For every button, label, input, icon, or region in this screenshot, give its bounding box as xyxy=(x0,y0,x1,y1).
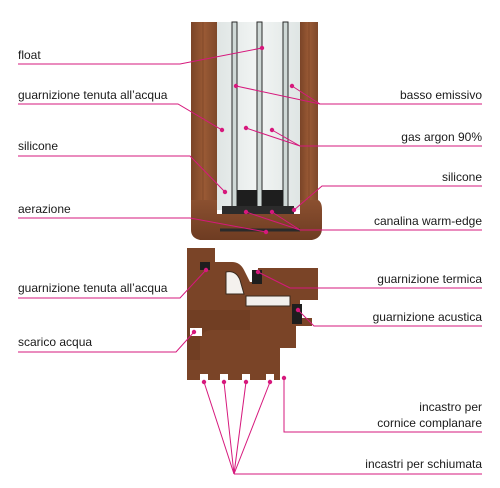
spacer-bar xyxy=(237,190,257,206)
label-guarnizione-termica: guarnizione termica xyxy=(377,272,482,286)
label-float: float xyxy=(18,48,41,62)
label-guarnizione-acustica: guarnizione acustica xyxy=(372,310,482,324)
spacer-bar xyxy=(262,190,283,206)
leader-aerazione xyxy=(18,217,267,233)
silicone-seal xyxy=(222,206,294,214)
leader-guarnizione-acustica xyxy=(297,309,482,327)
frame-inner-rebate xyxy=(225,271,245,295)
acoustic-gasket xyxy=(292,304,302,324)
label-scarico-acqua: scarico acqua xyxy=(18,335,93,349)
label-gas-argon: gas argon 90% xyxy=(401,130,482,144)
leader-guarnizione-tenuta-2 xyxy=(18,269,207,299)
foam-notch xyxy=(220,374,228,380)
leader-float xyxy=(18,47,263,65)
leader-silicone-left xyxy=(18,155,226,193)
label-canalina: canalina warm-edge xyxy=(373,214,482,228)
leader-gas-argon-b xyxy=(271,129,301,147)
leader-silicone-right xyxy=(293,185,482,211)
label-incastri-schiumata: incastri per schiumata xyxy=(365,457,482,471)
frame-lower-block xyxy=(187,310,250,360)
label-silicone-left: silicone xyxy=(18,139,59,153)
window-frame-profile xyxy=(187,248,318,380)
leader-guarnizione-termica xyxy=(257,271,482,289)
foam-notch xyxy=(266,374,274,380)
label-incastro-line1: incastro per xyxy=(419,400,482,414)
glass-pane-inner xyxy=(231,21,238,209)
leader-guarnizione-tenuta-1 xyxy=(18,103,223,131)
leader-dots xyxy=(191,45,301,385)
leader-lines xyxy=(18,47,482,475)
leader-notch-3 xyxy=(233,381,247,475)
label-basso-emissivo: basso emissivo xyxy=(399,88,482,102)
label-guarnizione-tenuta-2: guarnizione tenuta all’acqua xyxy=(18,281,168,295)
label-silicone-right: silicone xyxy=(441,170,482,184)
label-aerazione: aerazione xyxy=(18,202,71,216)
leader-scarico-acqua xyxy=(18,331,195,353)
leader-canalina-b xyxy=(271,211,301,231)
leader-notch-4 xyxy=(233,381,271,475)
glass-pane-outer xyxy=(282,21,289,209)
water-seal-gasket xyxy=(200,262,210,270)
leader-basso-emissivo-b xyxy=(235,85,321,105)
label-incastro-line2: cornice complanare xyxy=(377,416,482,430)
leader-notch-1 xyxy=(203,381,235,475)
leader-notch-2 xyxy=(223,381,235,475)
thermal-gasket xyxy=(252,270,262,284)
label-guarnizione-tenuta-1: guarnizione tenuta all’acqua xyxy=(18,88,168,102)
foam-notch xyxy=(200,374,208,380)
foam-notch xyxy=(242,374,250,380)
frame-rebate-2 xyxy=(245,295,291,307)
leader-incastro xyxy=(283,378,482,433)
